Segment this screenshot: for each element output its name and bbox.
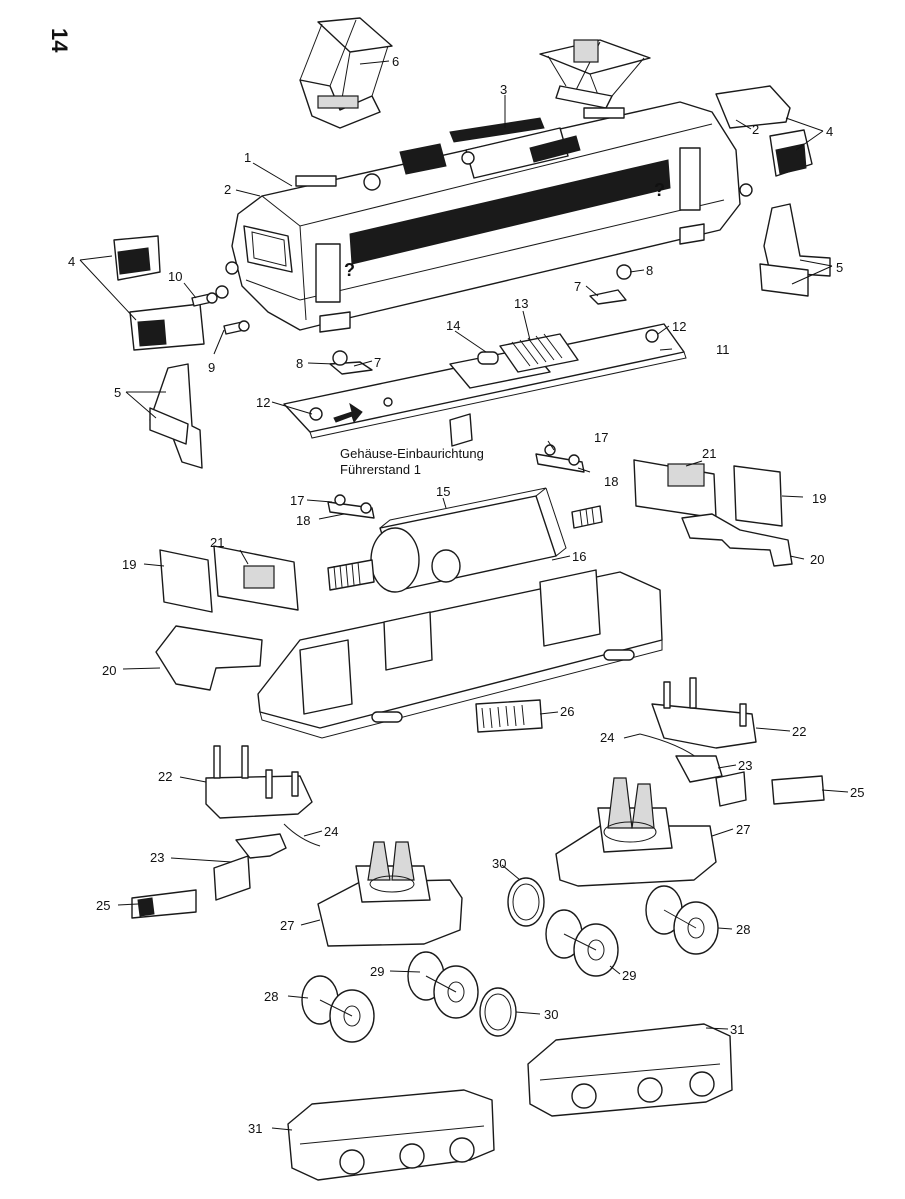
callout-12: 12	[256, 395, 270, 410]
wheelset-28-left	[301, 975, 375, 1043]
pantograph-left	[299, 17, 393, 129]
callout-24: 24	[324, 824, 338, 839]
callout-22: 22	[792, 724, 806, 739]
callout-22: 22	[158, 769, 172, 784]
gear-block-left	[317, 841, 463, 947]
callout-25: 25	[850, 785, 864, 800]
callout-30: 30	[492, 856, 506, 871]
callout-27: 27	[736, 822, 750, 837]
end-piece-left	[113, 235, 205, 351]
callout-28: 28	[264, 989, 278, 1004]
pantograph-right	[539, 39, 651, 109]
callout-2: 2	[752, 122, 759, 137]
gear-block-right	[555, 777, 717, 887]
callout-19: 19	[812, 491, 826, 506]
contact-bracket-right	[675, 755, 825, 807]
callout-23: 23	[150, 850, 164, 865]
window-band	[349, 159, 671, 265]
callout-9: 9	[208, 360, 215, 375]
callout-29: 29	[370, 964, 384, 979]
callout-1: 1	[244, 150, 251, 165]
callout-labels: 1 2 2 3 4 4 5 5 6 7 7 8 8 9 10 11 12 12 …	[68, 54, 864, 1136]
callout-2: 2	[224, 182, 231, 197]
motor	[327, 487, 603, 593]
coupler-holder-right	[759, 203, 831, 297]
callout-21: 21	[210, 535, 224, 550]
callout-14: 14	[446, 318, 460, 333]
body-mark-front: ?	[344, 260, 355, 280]
callout-11: 11	[716, 342, 730, 357]
wheelset-29-right	[545, 909, 619, 977]
callout-18: 18	[296, 513, 310, 528]
body-mark-rear: ?	[654, 180, 665, 200]
callout-5: 5	[836, 260, 843, 275]
bogie-frame-left	[205, 745, 313, 819]
callout-19: 19	[122, 557, 136, 572]
callout-18: 18	[604, 474, 618, 489]
screws-front	[191, 292, 250, 335]
callout-16: 16	[572, 549, 586, 564]
circuit-board	[283, 323, 687, 447]
page-number: 14	[47, 28, 72, 53]
callout-12: 12	[672, 319, 686, 334]
callout-3: 3	[500, 82, 507, 97]
callout-28: 28	[736, 922, 750, 937]
callout-29: 29	[622, 968, 636, 983]
callout-7: 7	[574, 279, 581, 294]
callout-24: 24	[600, 730, 614, 745]
wheelset-29-left	[407, 951, 479, 1019]
callout-31: 31	[730, 1022, 744, 1037]
leader-lines	[79, 60, 849, 1131]
callout-26: 26	[560, 704, 574, 719]
callout-10: 10	[168, 269, 182, 284]
motor-brackets	[327, 444, 585, 519]
callout-13: 13	[514, 296, 528, 311]
bogie-cover-left	[155, 545, 299, 691]
callout-21: 21	[702, 446, 716, 461]
callout-5: 5	[114, 385, 121, 400]
callout-8: 8	[296, 356, 303, 371]
callout-4: 4	[826, 124, 833, 139]
locomotive-body-shell: ? ?	[215, 101, 753, 333]
callout-25: 25	[96, 898, 110, 913]
callout-27: 27	[280, 918, 294, 933]
bogie-sideframe-right	[527, 1023, 733, 1117]
coupler-holder-left	[149, 363, 203, 469]
callout-20: 20	[810, 552, 824, 567]
contact-bracket-left	[131, 833, 287, 919]
callout-8: 8	[646, 263, 653, 278]
callout-4: 4	[68, 254, 75, 269]
callout-31: 31	[248, 1121, 262, 1136]
bogie-frame-right	[651, 677, 757, 749]
chassis-frame	[257, 569, 663, 739]
traction-tyre-30-lower	[479, 987, 517, 1037]
callout-17: 17	[594, 430, 608, 445]
callout-15: 15	[436, 484, 450, 499]
bogie-cover-right	[633, 459, 793, 567]
callout-30: 30	[544, 1007, 558, 1022]
callout-6: 6	[392, 54, 399, 69]
wheelset-28-right	[645, 885, 719, 955]
callout-17: 17	[290, 493, 304, 508]
end-piece-right	[715, 85, 813, 177]
callout-23: 23	[738, 758, 752, 773]
callout-7: 7	[374, 355, 381, 370]
contact-springs	[329, 264, 632, 375]
orientation-note-line2: Führerstand 1	[340, 462, 421, 477]
spring-wire-left	[283, 823, 321, 847]
bogie-sideframe-left	[287, 1089, 495, 1181]
orientation-note-line1: Gehäuse-Einbaurichtung	[340, 446, 484, 461]
callout-20: 20	[102, 663, 116, 678]
traction-tyre-30-upper	[507, 877, 545, 927]
